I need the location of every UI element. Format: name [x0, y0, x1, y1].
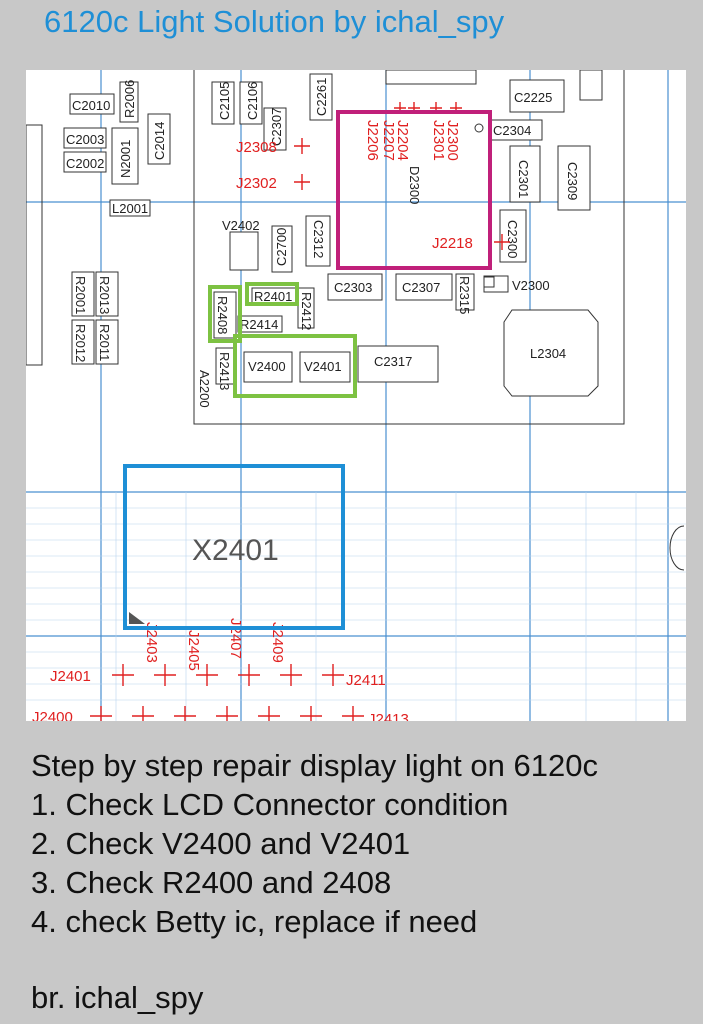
repair-steps: Step by step repair display light on 612…	[31, 746, 598, 941]
highlight-r2408	[208, 285, 242, 343]
test-point-j2405: J2405	[185, 630, 202, 671]
label-l2304: L2304	[530, 346, 566, 361]
pin1-marker-icon	[129, 612, 145, 624]
label-c2303: C2303	[334, 280, 372, 295]
signature: br. ichal_spy	[31, 980, 204, 1015]
label-r2408: R2408	[215, 296, 230, 334]
test-point-j2308: J2308	[236, 139, 277, 156]
label-r2414: R2414	[240, 317, 278, 332]
label-c2307: C2307	[269, 108, 284, 146]
label-c2106: C2106	[245, 82, 260, 120]
step-3: 3. Check R2400 and 2408	[31, 865, 392, 900]
test-point-j2300: J2300	[444, 120, 461, 161]
label-c2105: C2105	[217, 82, 232, 120]
pcb-schematic: C2010 R2006 C2003 C2002 N2001 C2014 L200…	[26, 70, 686, 721]
label-r2012: R2012	[73, 324, 88, 362]
test-point-j2204: J2204	[394, 120, 411, 161]
label-c2002: C2002	[66, 156, 104, 171]
page-title: 6120c Light Solution by ichal_spy	[44, 4, 505, 39]
label-r2013: R2013	[97, 276, 112, 314]
label-d2300: D2300	[407, 166, 422, 204]
test-point-j2301: J2301	[430, 120, 447, 161]
label-r2401: R2401	[254, 289, 292, 304]
step-2: 2. Check V2400 and V2401	[31, 826, 411, 861]
test-point-j2407: J2407	[227, 618, 244, 659]
highlight-r2401	[245, 282, 299, 306]
test-point-j2302: J2302	[236, 175, 277, 192]
label-c2307b: C2307	[402, 280, 440, 295]
test-point-j2403: J2403	[143, 622, 160, 663]
label-r2315: R2315	[457, 276, 472, 314]
label-c2309: C2309	[565, 162, 580, 200]
label-n2001: N2001	[118, 140, 133, 178]
label-v2402: V2402	[222, 218, 260, 233]
test-point-j2206: J2206	[364, 120, 381, 161]
label-r2412: R2412	[299, 292, 314, 330]
label-r2001: R2001	[73, 276, 88, 314]
test-point-j2411: J2411	[346, 672, 386, 689]
label-c2301: C2301	[516, 160, 531, 198]
label-c2304: C2304	[493, 123, 531, 138]
label-r2011: R2011	[97, 324, 112, 361]
highlight-betty-ic	[336, 110, 492, 270]
step-1: 1. Check LCD Connector condition	[31, 787, 509, 822]
label-v2400: V2400	[248, 359, 286, 374]
label-c2317: C2317	[374, 354, 412, 369]
highlight-lcd-connector	[123, 464, 345, 630]
test-point-crosses	[90, 102, 510, 721]
pcb-layout-diagram: C2010 R2006 C2003 C2002 N2001 C2014 L200…	[26, 70, 686, 721]
test-point-j2409: J2409	[269, 622, 286, 663]
test-point-j2218: J2218	[432, 235, 473, 252]
label-c2312: C2312	[311, 220, 326, 258]
label-x2401: X2401	[192, 534, 279, 567]
label-c2014: C2014	[152, 122, 167, 160]
test-point-j2207: J2207	[380, 120, 397, 161]
test-point-j2413: J2413	[368, 711, 409, 721]
steps-heading: Step by step repair display light on 612…	[31, 748, 598, 783]
label-c2010: C2010	[72, 98, 110, 113]
test-point-j2400: J2400	[32, 709, 73, 721]
label-c2003: C2003	[66, 132, 104, 147]
label-r2006: R2006	[122, 80, 137, 118]
label-c2261: C2261	[314, 78, 329, 116]
label-r2413: R2413	[217, 352, 232, 390]
label-v2300: V2300	[512, 278, 550, 293]
label-c2300: C2300	[505, 220, 520, 258]
highlight-v2400-v2401	[233, 334, 357, 398]
label-a2200: A2200	[197, 370, 212, 408]
label-v2401: V2401	[304, 359, 342, 374]
test-point-j2401: J2401	[50, 668, 91, 685]
label-c2700: C2700	[274, 228, 289, 266]
label-l2001: L2001	[112, 201, 148, 216]
label-c2225: C2225	[514, 90, 552, 105]
step-4: 4. check Betty ic, replace if need	[31, 904, 478, 939]
